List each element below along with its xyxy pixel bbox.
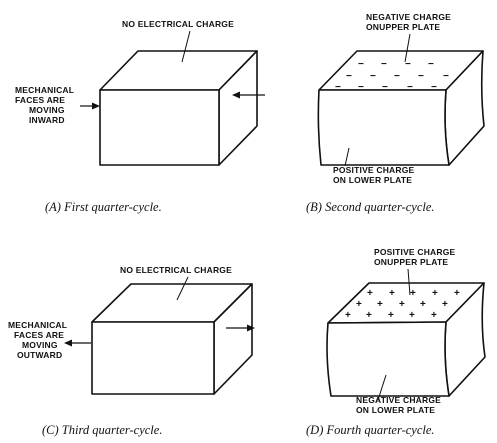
top-label-b-line1: NEGATIVE CHARGE (366, 12, 451, 22)
side-label-a-line1: MECHANICAL (15, 85, 74, 95)
inward-arrow-left-a (80, 102, 100, 110)
sign-b: − (370, 71, 376, 82)
sign-d: + (367, 288, 373, 299)
sign-d: + (410, 288, 416, 299)
sign-b: − (335, 82, 341, 93)
sign-b: − (443, 71, 449, 82)
sign-d: + (377, 299, 383, 310)
panel-a: NO ELECTRICAL CHARGE MECHANICAL FACES AR… (15, 19, 265, 214)
crystal-block-b (317, 50, 485, 166)
crystal-block-c (91, 283, 253, 395)
bottom-label-d-line1: NEGATIVE CHARGE (356, 395, 441, 405)
sign-d: + (454, 288, 460, 299)
sign-d: + (432, 288, 438, 299)
bottom-label-b-line2: ON LOWER PLATE (333, 175, 412, 185)
sign-d: + (399, 299, 405, 310)
panel-b: − − − − − − − − − − − − − − NEGATIVE CHA… (306, 12, 485, 214)
crystal-block-a (99, 50, 258, 166)
caption-b: (B) Second quarter-cycle. (306, 200, 435, 214)
sign-d: + (366, 310, 372, 321)
top-label-pointer-d (407, 268, 411, 296)
sign-d: + (409, 310, 415, 321)
side-label-c-line1: MECHANICAL (8, 320, 67, 330)
side-label-c-line2: FACES ARE (14, 330, 64, 340)
panel-d: + + + + + + + + + + + + + + + POSITIVE C… (306, 247, 486, 437)
top-label-pointer-c (176, 276, 189, 301)
top-label-b-line2: ONUPPER PLATE (366, 22, 440, 32)
crystal-block-d (326, 282, 486, 397)
sign-b: − (358, 82, 364, 93)
side-label-a: MECHANICAL FACES ARE MOVING INWARD (15, 85, 74, 125)
sign-d: + (345, 310, 351, 321)
caption-c: (C) Third quarter-cycle. (42, 423, 162, 437)
top-label-c: NO ELECTRICAL CHARGE (120, 265, 232, 275)
panel-c: NO ELECTRICAL CHARGE MECHANICAL FACES AR… (8, 265, 255, 437)
side-label-c: MECHANICAL FACES ARE MOVING OUTWARD (8, 320, 67, 360)
sign-d: + (442, 299, 448, 310)
positive-signs-top-plate: + + + + + + + + + + + + + + + (345, 288, 460, 321)
caption-a: (A) First quarter-cycle. (45, 200, 162, 214)
side-label-a-line4: INWARD (29, 115, 65, 125)
sign-d: + (389, 288, 395, 299)
top-label-a: NO ELECTRICAL CHARGE (122, 19, 234, 29)
bottom-label-pointer-d (377, 374, 387, 401)
side-label-a-line3: MOVING (29, 105, 65, 115)
top-label-pointer-a (181, 30, 191, 63)
side-label-c-line4: OUTWARD (17, 350, 62, 360)
sign-b: − (405, 59, 411, 70)
outward-arrow-right-c (226, 324, 255, 332)
top-label-pointer-b (404, 33, 411, 63)
sign-d: + (431, 310, 437, 321)
sign-b: − (418, 71, 424, 82)
inward-arrow-right-a (232, 91, 265, 99)
sign-b: − (407, 82, 413, 93)
sign-d: + (388, 310, 394, 321)
top-label-d-line1: POSITIVE CHARGE (374, 247, 456, 257)
sign-b: − (431, 82, 437, 93)
outward-arrow-left-c (64, 339, 91, 347)
sign-b: − (428, 59, 434, 70)
side-label-a-line2: FACES ARE (15, 95, 65, 105)
sign-b: − (382, 82, 388, 93)
negative-signs-top-plate: − − − − − − − − − − − − − − (335, 59, 449, 93)
sign-d: + (356, 299, 362, 310)
sign-b: − (358, 59, 364, 70)
top-label-d-line2: ONUPPER PLATE (374, 257, 448, 267)
bottom-label-d-line2: ON LOWER PLATE (356, 405, 435, 415)
bottom-label-b-line1: POSITIVE CHARGE (333, 165, 415, 175)
sign-d: + (420, 299, 426, 310)
bottom-label-pointer-b (344, 147, 350, 167)
caption-d: (D) Fourth quarter-cycle. (306, 423, 435, 437)
side-label-c-line3: MOVING (22, 340, 58, 350)
sign-b: − (381, 59, 387, 70)
sign-b: − (346, 71, 352, 82)
sign-b: − (394, 71, 400, 82)
